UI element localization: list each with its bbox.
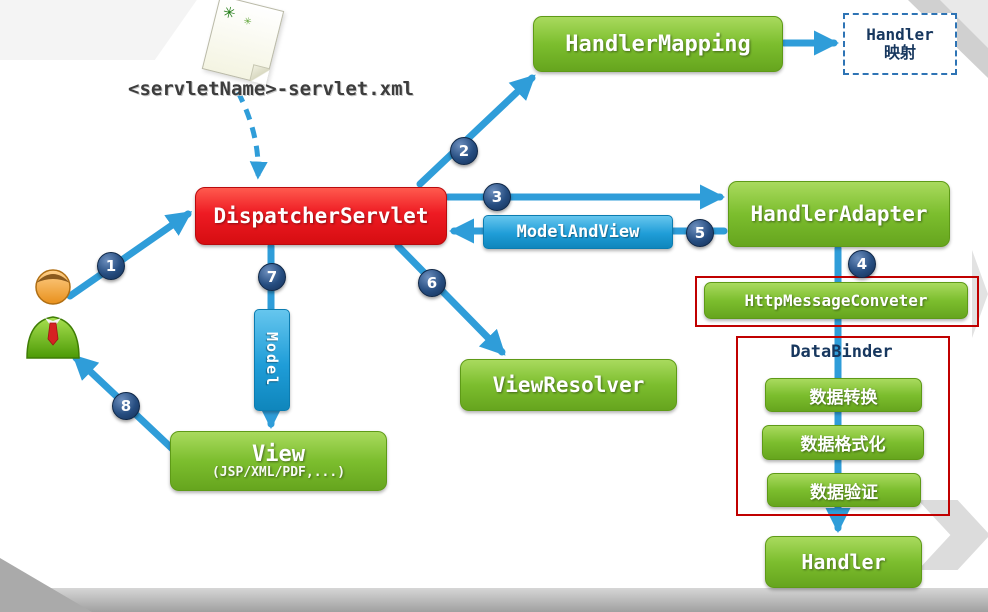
data-binder-title: DataBinder [790,342,893,362]
arrow-step-1-user-to-dispatcher [66,210,193,300]
step-badge-1: 1 [97,252,125,280]
step-badge-2: 2 [450,137,478,165]
step-badge-4: 4 [848,250,876,278]
node-dispatcher-servlet: DispatcherServlet [195,187,447,245]
node-model-and-view: ModelAndView [483,215,673,249]
step-badge-5: 5 [686,219,714,247]
view-label: View [252,442,305,467]
data-binder-item-convert: 数据转换 [765,378,922,412]
data-binder-item-validate: 数据验证 [767,473,921,507]
http-message-converter-highlight [695,276,979,327]
view-sublabel: (JSP/XML/PDF,...) [211,465,346,480]
handler-annotation-line2: 映射 [883,43,916,62]
node-view-resolver: ViewResolver [460,359,677,411]
arrow-step-6-dispatcher-to-viewresolver [394,242,506,356]
node-handler-mapping: HandlerMapping [533,16,783,72]
node-handler: Handler [765,536,922,588]
step-badge-7: 7 [258,263,286,291]
step-badge-8: 8 [112,392,140,420]
node-handler-annotation: Handler 映射 [843,13,957,75]
arrow-config-to-dispatcher [235,90,268,180]
data-binder-item-format: 数据格式化 [762,425,924,460]
step-badge-6: 6 [418,269,446,297]
user-icon [26,269,80,359]
background-decoration-bottom-band [0,588,988,612]
asterisk-icon: ✳ [242,12,254,30]
node-model: Model [254,309,290,411]
config-file-label: <servletName>-servlet.xml [128,78,414,100]
arrow-step-2-dispatcher-to-handlermapping [416,74,536,188]
step-badge-3: 3 [483,183,511,211]
node-handler-adapter: HandlerAdapter [728,181,950,247]
node-http-message-converter: HttpMessageConveter [704,282,968,319]
handler-annotation-line1: Handler [866,24,934,44]
asterisk-icon: ✳ [220,0,239,25]
node-view: View (JSP/XML/PDF,...) [170,431,387,491]
